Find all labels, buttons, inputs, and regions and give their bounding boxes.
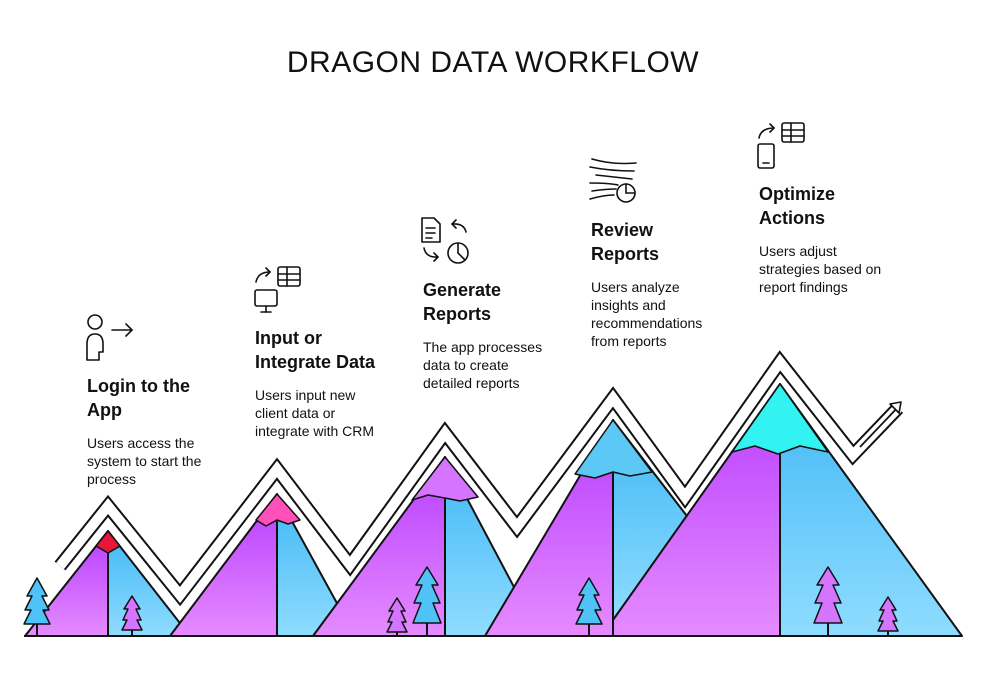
- step-description: Users adjust strategies based on report …: [759, 242, 929, 296]
- step-description: Users access the system to start the pro…: [87, 434, 247, 488]
- step-heading: Review Reports: [591, 218, 751, 266]
- tree-icon: [575, 577, 603, 636]
- monitor-table-sync-icon: [254, 266, 301, 313]
- step-heading-line: Optimize: [759, 184, 836, 204]
- step-description-line: insights and: [591, 297, 666, 313]
- step-heading-line: Review: [591, 220, 654, 240]
- step-heading-line: Login to the: [87, 376, 190, 396]
- step-heading: Input or Integrate Data: [255, 326, 415, 374]
- tree-icon: [813, 566, 843, 636]
- step-optimize-actions: Optimize Actions Users adjust strategies…: [759, 182, 929, 296]
- step-description: The app processes data to create detaile…: [423, 338, 583, 392]
- step-review-reports: Review Reports Users analyze insights an…: [591, 218, 751, 350]
- step-description-line: client data or: [255, 405, 336, 421]
- document-piechart-icon: [421, 217, 469, 264]
- workflow-path: [54, 350, 904, 607]
- tree-icon: [121, 595, 143, 636]
- mountain-2: [169, 493, 356, 637]
- step-description-line: system to start the: [87, 453, 202, 469]
- step-description-line: integrate with CRM: [255, 423, 375, 439]
- step-description: Users analyze insights and recommendatio…: [591, 278, 751, 350]
- arrow-up-right-icon: [859, 401, 902, 448]
- step-description-line: from reports: [591, 333, 667, 349]
- step-description-line: strategies based on: [759, 261, 882, 277]
- step-description-line: process: [87, 471, 137, 487]
- step-heading: Login to the App: [87, 374, 247, 422]
- step-heading-line: Input or: [255, 328, 322, 348]
- step-heading: Optimize Actions: [759, 182, 929, 230]
- step-description-line: Users analyze: [591, 279, 680, 295]
- step-heading-line: Reports: [591, 244, 660, 264]
- step-heading-line: Generate: [423, 280, 502, 300]
- step-input-data: Input or Integrate Data Users input new …: [255, 326, 415, 440]
- step-heading: Generate Reports: [423, 278, 583, 326]
- step-heading-line: Actions: [759, 208, 826, 228]
- step-description-line: The app processes: [423, 339, 543, 355]
- step-heading-line: App: [87, 400, 122, 420]
- step-login: Login to the App Users access the system…: [87, 374, 247, 488]
- step-description-line: Users adjust: [759, 243, 837, 259]
- step-description-line: report findings: [759, 279, 848, 295]
- mobile-table-sync-icon: [757, 122, 805, 169]
- step-generate-reports: Generate Reports The app processes data …: [423, 278, 583, 392]
- user-login-icon: [86, 314, 133, 361]
- tree-icon: [386, 597, 408, 636]
- tree-icon: [412, 566, 442, 636]
- step-description: Users input new client data or integrate…: [255, 386, 415, 440]
- step-heading-line: Integrate Data: [255, 352, 376, 372]
- step-description-line: Users access the: [87, 435, 195, 451]
- step-description-line: detailed reports: [423, 375, 520, 391]
- tree-icon: [23, 577, 51, 636]
- analytics-wind-icon: [589, 158, 637, 203]
- tree-icon: [877, 596, 899, 636]
- step-heading-line: Reports: [423, 304, 492, 324]
- step-description-line: data to create: [423, 357, 509, 373]
- step-description-line: Users input new: [255, 387, 356, 403]
- step-description-line: recommendations: [591, 315, 703, 331]
- mountain-4: [484, 419, 691, 637]
- page-title: DRAGON DATA WORKFLOW: [286, 46, 700, 79]
